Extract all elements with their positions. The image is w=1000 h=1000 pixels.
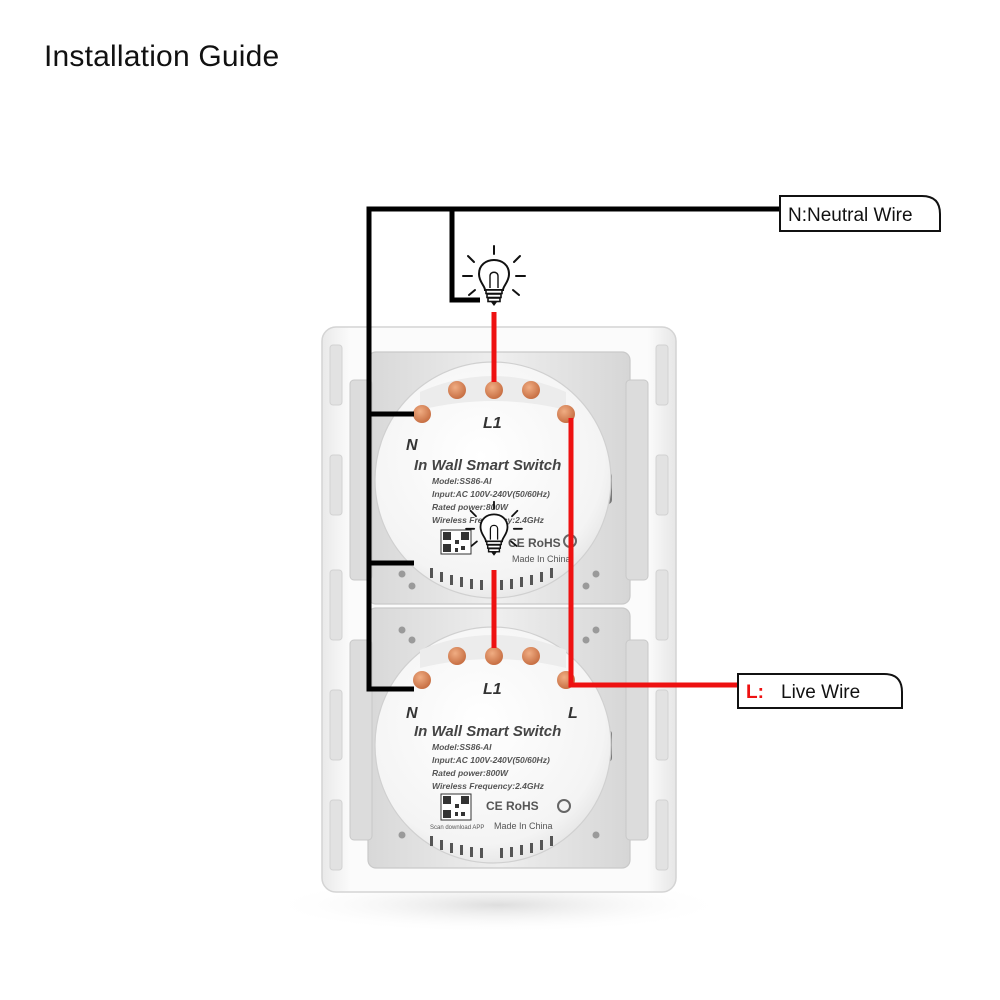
module-made-in-1: Made In China bbox=[512, 554, 571, 564]
page-title: Installation Guide bbox=[44, 40, 280, 73]
module-power-2: Rated power:800W bbox=[432, 768, 509, 778]
terminal-l1-label-1: L1 bbox=[483, 415, 502, 432]
module-title-1: In Wall Smart Switch bbox=[414, 457, 561, 474]
neutral-wire-text: N:Neutral Wire bbox=[788, 205, 913, 226]
recycle-icon bbox=[557, 799, 571, 813]
terminal-n-2 bbox=[413, 671, 431, 689]
live-wire-label: L: Live Wire bbox=[737, 673, 903, 709]
module-model-1: Model:SS86-AI bbox=[432, 476, 492, 486]
smart-switch-module-2: L1 N L In Wall Smart Switch Model:SS86-A… bbox=[374, 626, 612, 864]
module-input-1: Input:AC 100V-240V(50/60Hz) bbox=[432, 489, 550, 499]
terminal-l-label-2: L bbox=[568, 705, 578, 722]
module-cert-2: CE RoHS bbox=[486, 799, 539, 813]
vent-slots-1 bbox=[430, 568, 553, 590]
module-power-1: Rated power:800W bbox=[432, 502, 509, 512]
qr-code-icon bbox=[440, 793, 472, 821]
vent-slots-2 bbox=[430, 836, 553, 858]
module-title-2: In Wall Smart Switch bbox=[414, 723, 561, 740]
qr-code-icon bbox=[440, 529, 472, 555]
terminal-l1-label-2: L1 bbox=[483, 681, 502, 698]
module-input-2: Input:AC 100V-240V(50/60Hz) bbox=[432, 755, 550, 765]
module-cert-1: CE RoHS bbox=[508, 536, 561, 550]
terminal-n-1 bbox=[413, 405, 431, 423]
terminal-n-label-1: N bbox=[406, 437, 418, 454]
module-wireless-2: Wireless Frequency:2.4GHz bbox=[432, 781, 545, 791]
live-wire bbox=[491, 312, 740, 688]
module-scan-2: Scan download APP bbox=[430, 825, 484, 831]
module-model-2: Model:SS86-AI bbox=[432, 742, 492, 752]
neutral-wire bbox=[366, 206, 780, 692]
neutral-wire-label: N:Neutral Wire bbox=[779, 195, 941, 232]
module-made-in-2: Made In China bbox=[494, 821, 553, 831]
live-wire-text: Live Wire bbox=[781, 682, 860, 703]
bulb-icon bbox=[462, 245, 526, 307]
terminal-n-label-2: N bbox=[406, 705, 418, 722]
smart-switch-module-1: L1 N In Wall Smart Switch Model:SS86-AI … bbox=[374, 361, 612, 599]
plate-clips bbox=[329, 344, 669, 871]
live-wire-letter: L: bbox=[746, 682, 764, 703]
